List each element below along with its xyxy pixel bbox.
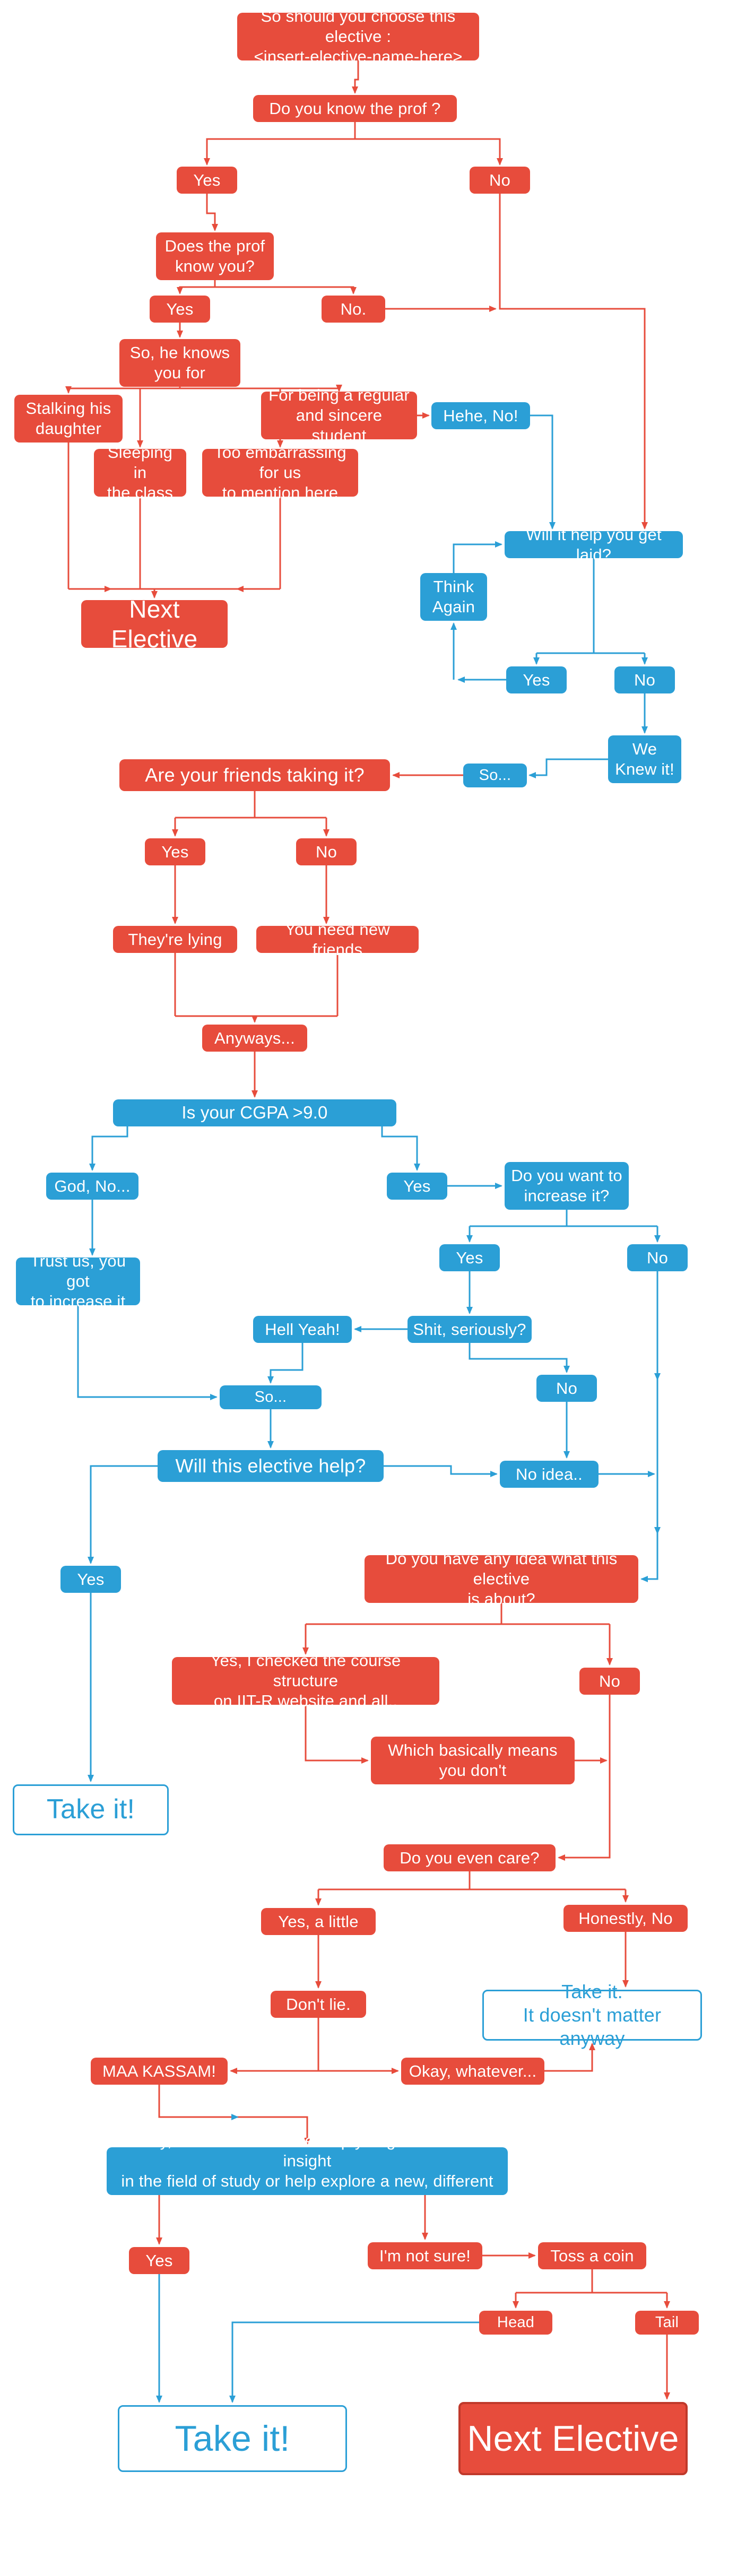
node-take-it-2: Take it. It doesn't matter anyway bbox=[482, 1981, 702, 2049]
node-no2: No. bbox=[322, 296, 385, 323]
node-we-knew-it: We Knew it! bbox=[608, 735, 681, 783]
connector bbox=[177, 280, 216, 294]
node-no6: No bbox=[536, 1375, 597, 1402]
node-no-idea: No idea.. bbox=[500, 1461, 599, 1488]
node-yes6: Yes bbox=[439, 1244, 500, 1271]
node-god-no: God, No... bbox=[46, 1173, 138, 1200]
arrowhead-mid bbox=[105, 586, 112, 592]
node-take-it-final: Take it! bbox=[118, 2405, 347, 2472]
connector bbox=[640, 1533, 658, 1582]
node-next-elective-1: Next Elective bbox=[81, 595, 228, 653]
connector bbox=[530, 414, 556, 530]
connector bbox=[305, 1705, 369, 1764]
connector bbox=[384, 1465, 498, 1477]
connector bbox=[206, 194, 218, 231]
node-yes5: Yes bbox=[387, 1173, 447, 1200]
node-regular: For being a regular and sincere student bbox=[261, 386, 417, 445]
node-dont-lie: Don't lie. bbox=[271, 1991, 366, 2018]
node-toss-coin: Toss a coin bbox=[538, 2242, 646, 2269]
node-hell-yeah: Hell Yeah! bbox=[253, 1316, 352, 1343]
connector bbox=[204, 122, 356, 166]
connector bbox=[215, 286, 357, 294]
node-theyre-lying: They're lying bbox=[113, 926, 237, 953]
connector bbox=[267, 1343, 304, 1384]
connector bbox=[544, 2043, 595, 2072]
node-sleeping: Sleeping in the class bbox=[94, 443, 186, 502]
node-trust-us: Trust us, you got to increase it bbox=[16, 1252, 140, 1311]
node-anyways: Anyways... bbox=[202, 1025, 307, 1052]
connector bbox=[499, 194, 648, 530]
node-yes8: Yes bbox=[129, 2247, 189, 2274]
connector bbox=[528, 758, 608, 778]
node-head: Head bbox=[479, 2311, 552, 2335]
node-checked: Yes, I checked the course structure on I… bbox=[172, 1651, 439, 1710]
connector bbox=[229, 2321, 479, 2403]
arrowhead-mid bbox=[231, 2114, 239, 2120]
node-next-elective-final: Next Elective bbox=[458, 2402, 688, 2475]
node-not-sure: I'm not sure! bbox=[368, 2242, 482, 2269]
node-knows-you-for: So, he knows you for bbox=[119, 339, 240, 387]
node-friends-taking: Are your friends taking it? bbox=[119, 759, 390, 791]
node-start: So should you choose this elective : <in… bbox=[237, 7, 479, 66]
node-no7: No bbox=[579, 1668, 640, 1695]
node-will-help: Will this elective help? bbox=[158, 1450, 384, 1482]
node-okay-whatever: Okay, whatever... bbox=[401, 2058, 544, 2085]
connector bbox=[88, 1465, 158, 1564]
node-tail: Tail bbox=[635, 2311, 699, 2335]
node-get-laid: Will it help you get laid? bbox=[505, 525, 683, 564]
node-yes3: Yes bbox=[506, 666, 567, 693]
node-new-friends: You need new friends bbox=[256, 920, 419, 959]
node-hehe-no: Hehe, No! bbox=[431, 402, 530, 429]
node-know-prof: Do you know the prof ? bbox=[253, 95, 457, 122]
node-big-question: Okay, so will this elective help you gai… bbox=[107, 2131, 508, 2210]
node-cgpa: Is your CGPA >9.0 bbox=[113, 1099, 396, 1126]
node-so1: So... bbox=[463, 764, 527, 787]
node-yes-little: Yes, a little bbox=[261, 1908, 376, 1935]
node-no4: No bbox=[296, 838, 357, 865]
connector bbox=[558, 1695, 611, 1861]
node-basically: Which basically means you don't bbox=[371, 1737, 575, 1784]
connector bbox=[469, 1343, 570, 1373]
connector bbox=[355, 138, 503, 166]
node-so2: So... bbox=[220, 1385, 322, 1409]
node-embarrassing: Too embarrassing for us to mention here bbox=[202, 443, 358, 502]
node-take-it-1: Take it! bbox=[13, 1784, 169, 1835]
node-honestly-no: Honestly, No bbox=[563, 1905, 688, 1932]
node-maa-kassam: MAA KASSAM! bbox=[91, 2058, 228, 2085]
node-any-idea: Do you have any idea what this elective … bbox=[365, 1549, 638, 1608]
node-yes2: Yes bbox=[150, 296, 210, 323]
node-no3: No bbox=[614, 666, 675, 693]
connector bbox=[453, 541, 502, 573]
node-yes1: Yes bbox=[177, 167, 237, 194]
node-increase-it: Do you want to increase it? bbox=[505, 1162, 629, 1210]
connector bbox=[89, 1126, 128, 1171]
connector bbox=[77, 1305, 218, 1400]
node-shit-seriously: Shit, seriously? bbox=[407, 1316, 532, 1343]
node-think-again: Think Again bbox=[420, 573, 487, 621]
node-stalking: Stalking his daughter bbox=[14, 395, 123, 443]
node-yes4: Yes bbox=[145, 838, 205, 865]
connector bbox=[352, 60, 359, 94]
node-prof-know-you: Does the prof know you? bbox=[156, 232, 274, 280]
connector bbox=[381, 1126, 420, 1171]
node-no5: No bbox=[627, 1244, 688, 1271]
node-no1: No bbox=[470, 167, 530, 194]
node-even-care: Do you even care? bbox=[384, 1844, 556, 1871]
arrowhead-mid bbox=[236, 586, 244, 592]
node-yes7: Yes bbox=[60, 1566, 121, 1593]
